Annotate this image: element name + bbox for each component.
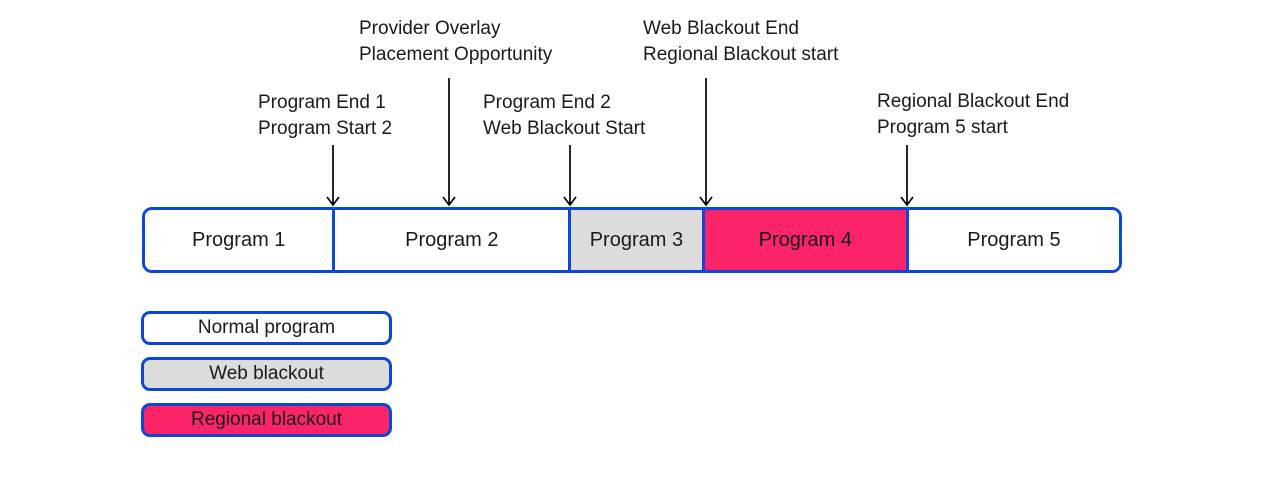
segment-program-3: Program 3 <box>568 210 702 270</box>
legend-item-normal-program: Normal program <box>141 311 392 345</box>
annotation-line: Placement Opportunity <box>359 44 553 65</box>
annotation-line: Provider Overlay <box>359 18 501 39</box>
annotation-line: Regional Blackout End <box>877 91 1070 112</box>
legend-item-web-blackout: Web blackout <box>141 357 392 391</box>
annotation-line: Web Blackout Start <box>483 118 646 139</box>
down-arrow-icon <box>563 145 577 207</box>
down-arrow-icon <box>326 145 340 207</box>
annotation-line: Web Blackout End <box>643 18 799 39</box>
down-arrow-icon <box>699 78 713 207</box>
annotation-provider-overlay: Provider Overlay Placement Opportunity <box>359 16 552 68</box>
annotation-line: Program End 2 <box>483 92 611 113</box>
annotation-line: Regional Blackout start <box>643 44 839 65</box>
segment-program-4: Program 4 <box>701 210 906 270</box>
annotation-program-end-2: Program End 2 Web Blackout Start <box>483 90 645 142</box>
program-timeline-bar: Program 1 Program 2 Program 3 Program 4 … <box>142 207 1122 273</box>
annotation-program-end-1: Program End 1 Program Start 2 <box>258 90 392 142</box>
legend-item-regional-blackout: Regional blackout <box>141 403 392 437</box>
legend: Normal program Web blackout Regional bla… <box>141 311 392 437</box>
annotation-regional-blackout-end: Regional Blackout End Program 5 start <box>877 89 1069 141</box>
segment-program-1: Program 1 <box>145 210 333 270</box>
segment-program-2: Program 2 <box>332 210 569 270</box>
down-arrow-icon <box>442 78 456 207</box>
annotation-web-blackout-end: Web Blackout End Regional Blackout start <box>643 16 838 68</box>
annotation-line: Program 5 start <box>877 117 1008 138</box>
annotation-line: Program Start 2 <box>258 118 393 139</box>
segment-program-5: Program 5 <box>905 210 1119 270</box>
annotation-line: Program End 1 <box>258 92 386 113</box>
down-arrow-icon <box>900 145 914 207</box>
